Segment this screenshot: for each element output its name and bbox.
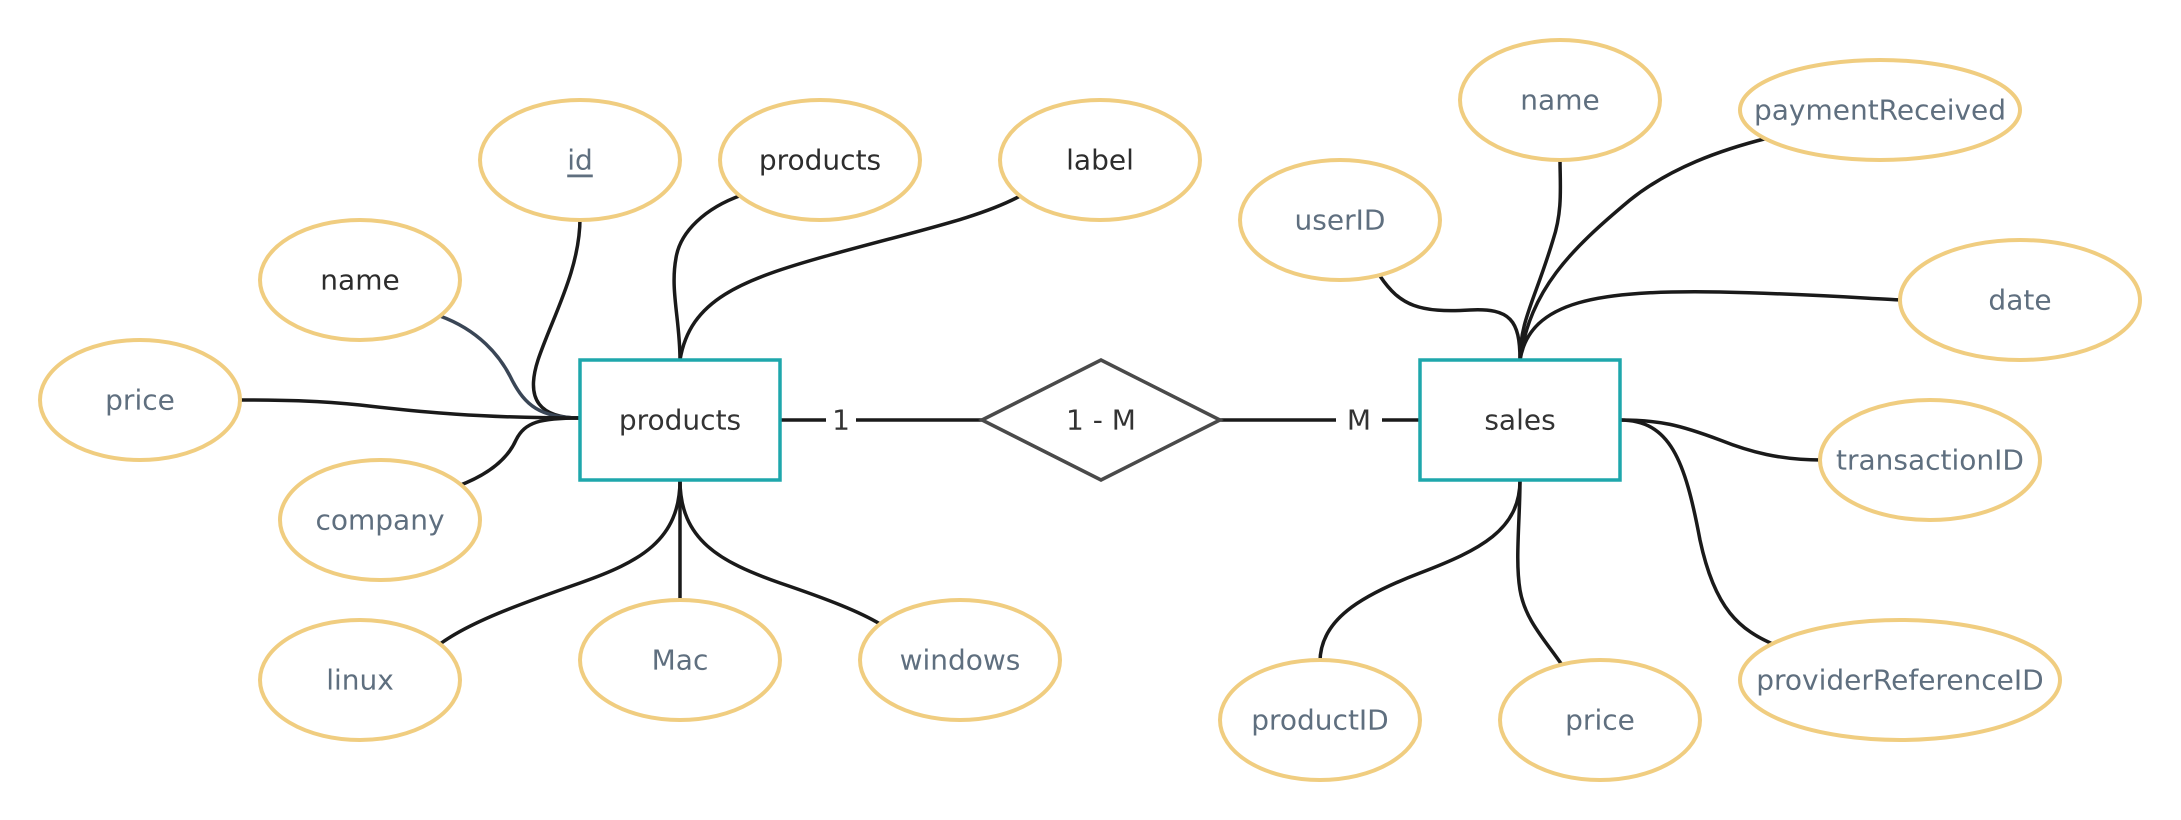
attribute-provider-reference-id-label: providerReferenceID bbox=[1756, 664, 2043, 697]
attribute-company-label: company bbox=[315, 504, 444, 537]
connector-products-products bbox=[672, 193, 743, 361]
cardinality-right-label: M bbox=[1347, 404, 1371, 437]
entity-products[interactable]: products bbox=[578, 358, 782, 482]
attribute-products-company[interactable]: company bbox=[278, 458, 482, 582]
attribute-products-id[interactable]: id bbox=[478, 98, 682, 222]
entity-products-label: products bbox=[619, 404, 741, 437]
attribute-label-label: label bbox=[1066, 144, 1134, 177]
entity-sales-label: sales bbox=[1484, 404, 1555, 437]
attribute-transaction-id-label: transactionID bbox=[1836, 444, 2024, 477]
attribute-sales-price[interactable]: price bbox=[1498, 658, 1702, 782]
connector-products-label bbox=[678, 193, 1023, 361]
attribute-sales-provider-reference-id[interactable]: providerReferenceID bbox=[1738, 618, 2062, 742]
entity-sales[interactable]: sales bbox=[1418, 358, 1622, 482]
attribute-name-label: name bbox=[320, 264, 399, 297]
attribute-products-linux[interactable]: linux bbox=[258, 618, 462, 742]
attribute-products-windows[interactable]: windows bbox=[858, 598, 1062, 722]
cardinality-left-label: 1 bbox=[832, 404, 850, 437]
attribute-sales-payment-received[interactable]: paymentReceived bbox=[1738, 58, 2022, 162]
attribute-products-mac[interactable]: Mac bbox=[578, 598, 782, 722]
attribute-payment-received-label: paymentReceived bbox=[1754, 94, 2006, 127]
attribute-linux-label: linux bbox=[326, 664, 394, 697]
attribute-price-label: price bbox=[105, 384, 175, 417]
connector-sales-user-id bbox=[1378, 275, 1522, 361]
attribute-sales-date[interactable]: date bbox=[1898, 238, 2142, 362]
connector-sales-price bbox=[1516, 479, 1564, 666]
attribute-products-price[interactable]: price bbox=[38, 338, 242, 462]
attribute-date-label: date bbox=[1988, 284, 2051, 317]
attribute-windows-label: windows bbox=[900, 644, 1021, 677]
connector-products-name bbox=[439, 314, 581, 420]
attribute-sales-name-label: name bbox=[1520, 84, 1599, 117]
attribute-sales-name[interactable]: name bbox=[1458, 38, 1662, 162]
connector-products-windows bbox=[678, 479, 881, 626]
attribute-products-label-attr[interactable]: label bbox=[998, 98, 1202, 222]
connector-products-company bbox=[457, 416, 581, 488]
attribute-sales-price-label: price bbox=[1565, 704, 1635, 737]
attribute-user-id-label: userID bbox=[1295, 204, 1386, 237]
attribute-products-products[interactable]: products bbox=[718, 98, 922, 222]
connector-products-linux bbox=[438, 479, 682, 646]
relationship-label: 1 - M bbox=[1066, 404, 1136, 437]
connector-sales-name bbox=[1518, 157, 1563, 361]
attribute-sales-product-id[interactable]: productID bbox=[1218, 658, 1422, 782]
connectors bbox=[239, 136, 1903, 666]
attribute-products-name[interactable]: name bbox=[258, 218, 462, 342]
attribute-mac-label: Mac bbox=[652, 644, 709, 677]
cardinality-left: 1 bbox=[826, 400, 856, 440]
connector-sales-payment-received bbox=[1518, 136, 1769, 361]
connector-sales-transaction-id bbox=[1619, 418, 1823, 462]
attribute-id-label: id bbox=[567, 144, 593, 177]
relationship-diamond[interactable]: 1 - M bbox=[978, 358, 1224, 482]
attribute-products-label: products bbox=[759, 144, 881, 177]
connector-sales-date bbox=[1518, 290, 1903, 361]
connector-sales-provider-reference-id bbox=[1619, 418, 1776, 647]
attribute-sales-user-id[interactable]: userID bbox=[1238, 158, 1442, 282]
connector-products-price bbox=[239, 398, 581, 420]
attribute-sales-transaction-id[interactable]: transactionID bbox=[1818, 398, 2042, 522]
connector-sales-product-id bbox=[1318, 479, 1522, 663]
attribute-product-id-label: productID bbox=[1251, 704, 1389, 737]
connector-products-id bbox=[531, 217, 582, 420]
cardinality-right: M bbox=[1336, 400, 1382, 440]
